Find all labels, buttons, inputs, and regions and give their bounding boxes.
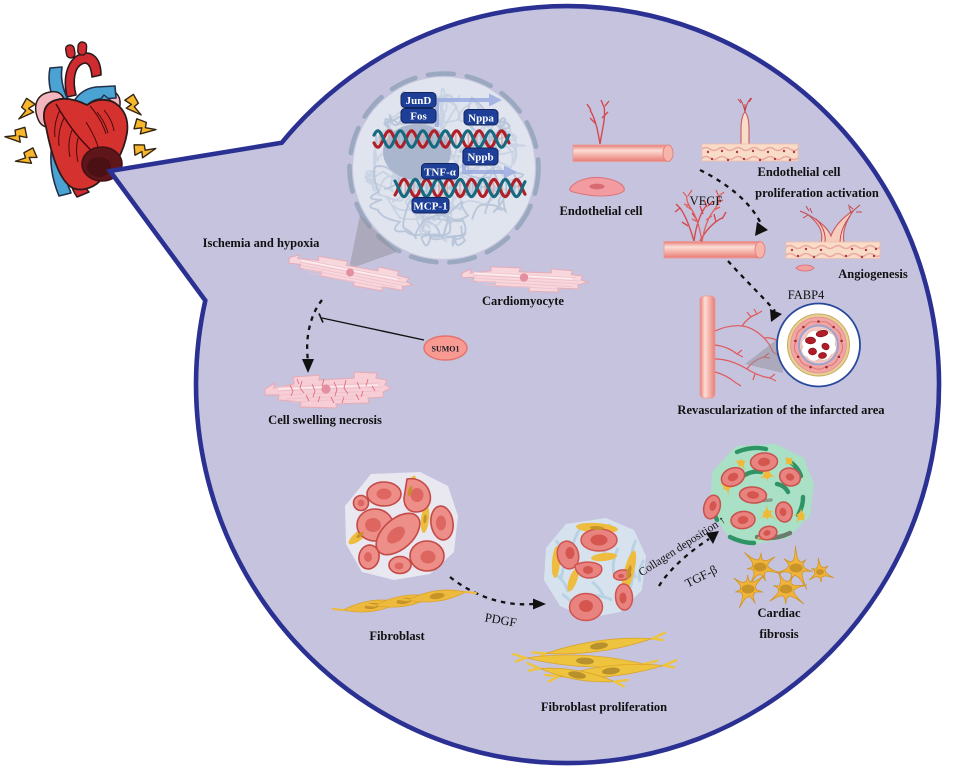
svg-text:Nppb: Nppb — [467, 152, 493, 164]
svg-text:SUMO1: SUMO1 — [432, 345, 460, 354]
svg-text:JunD: JunD — [406, 95, 432, 107]
svg-text:Endothelial cell: Endothelial cell — [560, 204, 644, 218]
svg-text:Fibroblast proliferation: Fibroblast proliferation — [541, 700, 667, 714]
svg-text:VEGF: VEGF — [690, 194, 723, 208]
svg-text:Revascularization of the infar: Revascularization of the infarcted area — [677, 403, 885, 417]
svg-text:Nppa: Nppa — [468, 112, 494, 124]
svg-text:MCP-1: MCP-1 — [413, 200, 447, 212]
svg-text:Cardiac: Cardiac — [757, 606, 801, 620]
svg-text:Fos: Fos — [410, 111, 427, 123]
svg-text:TNF-α: TNF-α — [424, 166, 457, 178]
svg-text:Cardiomyocyte: Cardiomyocyte — [482, 294, 564, 308]
svg-text:FABP4: FABP4 — [788, 288, 825, 302]
svg-text:Fibroblast: Fibroblast — [369, 629, 425, 643]
svg-text:Cell swelling necrosis: Cell swelling necrosis — [268, 413, 382, 427]
svg-text:proliferation activation: proliferation activation — [755, 186, 879, 200]
svg-text:Ischemia and hypoxia: Ischemia and hypoxia — [203, 236, 320, 250]
svg-text:Endothelial cell: Endothelial cell — [758, 165, 842, 179]
svg-text:PDGF: PDGF — [484, 610, 518, 629]
svg-text:Angiogenesis: Angiogenesis — [838, 267, 908, 281]
svg-text:fibrosis: fibrosis — [759, 627, 798, 641]
